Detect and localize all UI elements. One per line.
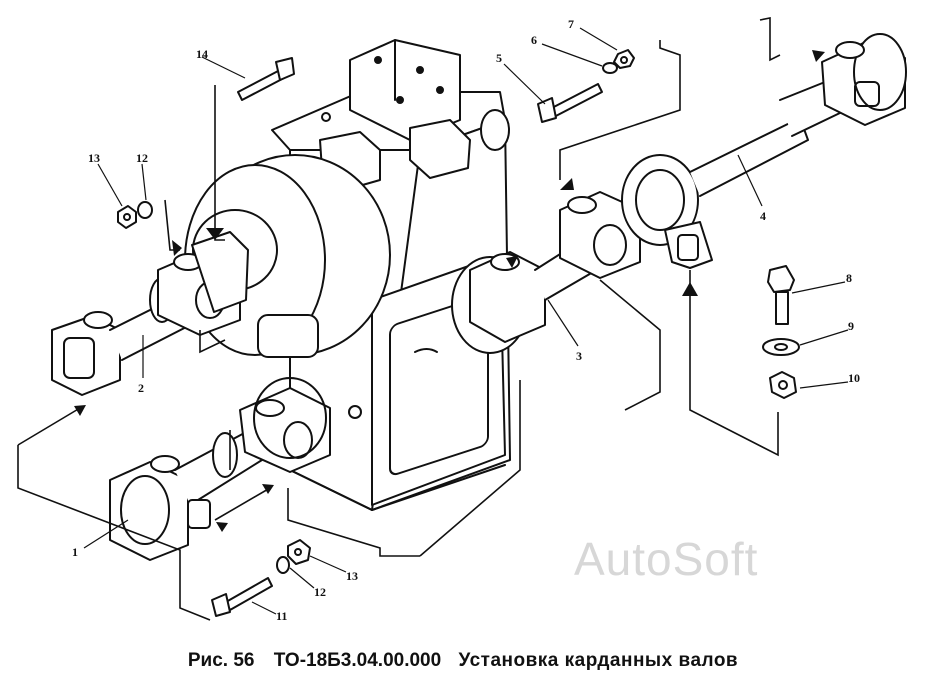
washer-9 xyxy=(762,338,800,356)
callout-2: 2 xyxy=(138,381,144,395)
washer-6 xyxy=(602,62,618,74)
callout-14: 14 xyxy=(196,47,208,61)
valve-block xyxy=(319,39,510,191)
arrow-right-top xyxy=(812,50,825,62)
support-bearing xyxy=(621,154,713,269)
cardan-shaft-3 xyxy=(451,191,641,354)
bolt-14 xyxy=(237,57,295,101)
callout-7: 7 xyxy=(568,17,574,31)
callout-13-bottom: 13 xyxy=(346,569,358,583)
figure-caption: Рис. 56 ТО-18Б3.04.00.000 Установка кард… xyxy=(0,650,926,672)
bolt-8 xyxy=(767,265,795,325)
callout-11: 11 xyxy=(276,609,287,623)
direction-arrows xyxy=(74,50,825,532)
callout-6: 6 xyxy=(531,33,537,47)
figure-label: Рис. 56 xyxy=(187,650,255,671)
nut-10 xyxy=(769,371,797,399)
arrow-up-bearing xyxy=(682,282,698,296)
arrow-up-center xyxy=(506,256,518,268)
drawing-code: ТО-18Б3.04.00.000 xyxy=(273,650,442,671)
nut-13-bottom xyxy=(287,539,311,565)
washer-12-bottom xyxy=(276,556,290,574)
arrow-down xyxy=(206,228,224,240)
callouts: 1 2 3 4 5 6 7 8 9 10 11 12 12 13 13 14 xyxy=(72,17,860,623)
callout-12-bottom: 12 xyxy=(314,585,326,599)
callout-1: 1 xyxy=(72,545,78,559)
arrow-up-left xyxy=(74,405,86,416)
cardan-shaft-1 xyxy=(109,377,331,561)
washer-12-top xyxy=(137,201,153,219)
callout-13-top: 13 xyxy=(88,151,100,165)
callout-5: 5 xyxy=(496,51,502,65)
callout-8: 8 xyxy=(846,271,852,285)
callout-9: 9 xyxy=(848,319,854,333)
arrow-up xyxy=(216,522,228,532)
watermark: AutoSoft xyxy=(574,533,759,585)
cardan-shaft-2 xyxy=(51,231,249,396)
bolt-11 xyxy=(211,577,273,617)
nut-13-top xyxy=(117,205,137,229)
nut-7 xyxy=(613,49,635,69)
callout-3: 3 xyxy=(576,349,582,363)
cardan-shaft-4 xyxy=(689,33,907,197)
arrow-right xyxy=(172,240,182,256)
arrow-up-small xyxy=(560,178,574,190)
converter-drum xyxy=(184,154,391,358)
figure-title: Установка карданных валов xyxy=(458,650,739,671)
callout-4: 4 xyxy=(760,209,766,223)
leader-lines xyxy=(83,27,849,615)
callout-10: 10 xyxy=(848,371,860,385)
bolt-5 xyxy=(537,83,603,123)
arrow-up-right xyxy=(262,484,274,494)
callout-12-top: 12 xyxy=(136,151,148,165)
